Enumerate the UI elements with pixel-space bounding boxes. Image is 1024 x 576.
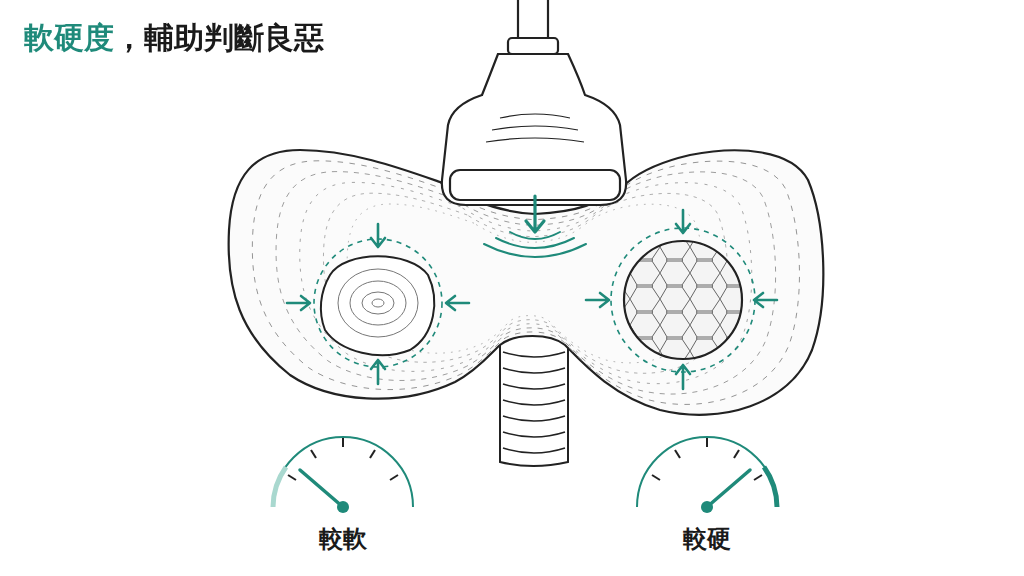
thyroid-gland (229, 150, 824, 415)
gauge-label: 較硬 (683, 524, 731, 554)
hard-gauge (637, 437, 777, 513)
ultrasound-waves (484, 196, 586, 257)
trachea (500, 330, 568, 466)
title: 軟硬度，輔助判斷良惡 (24, 18, 324, 58)
ultrasound-probe (442, 0, 626, 205)
pressure-arrows (287, 210, 777, 389)
soft-nodule (314, 239, 442, 367)
hard-nodule (611, 228, 755, 372)
soft-gauge (273, 437, 413, 513)
gauge-label: 較軟 (319, 524, 367, 554)
